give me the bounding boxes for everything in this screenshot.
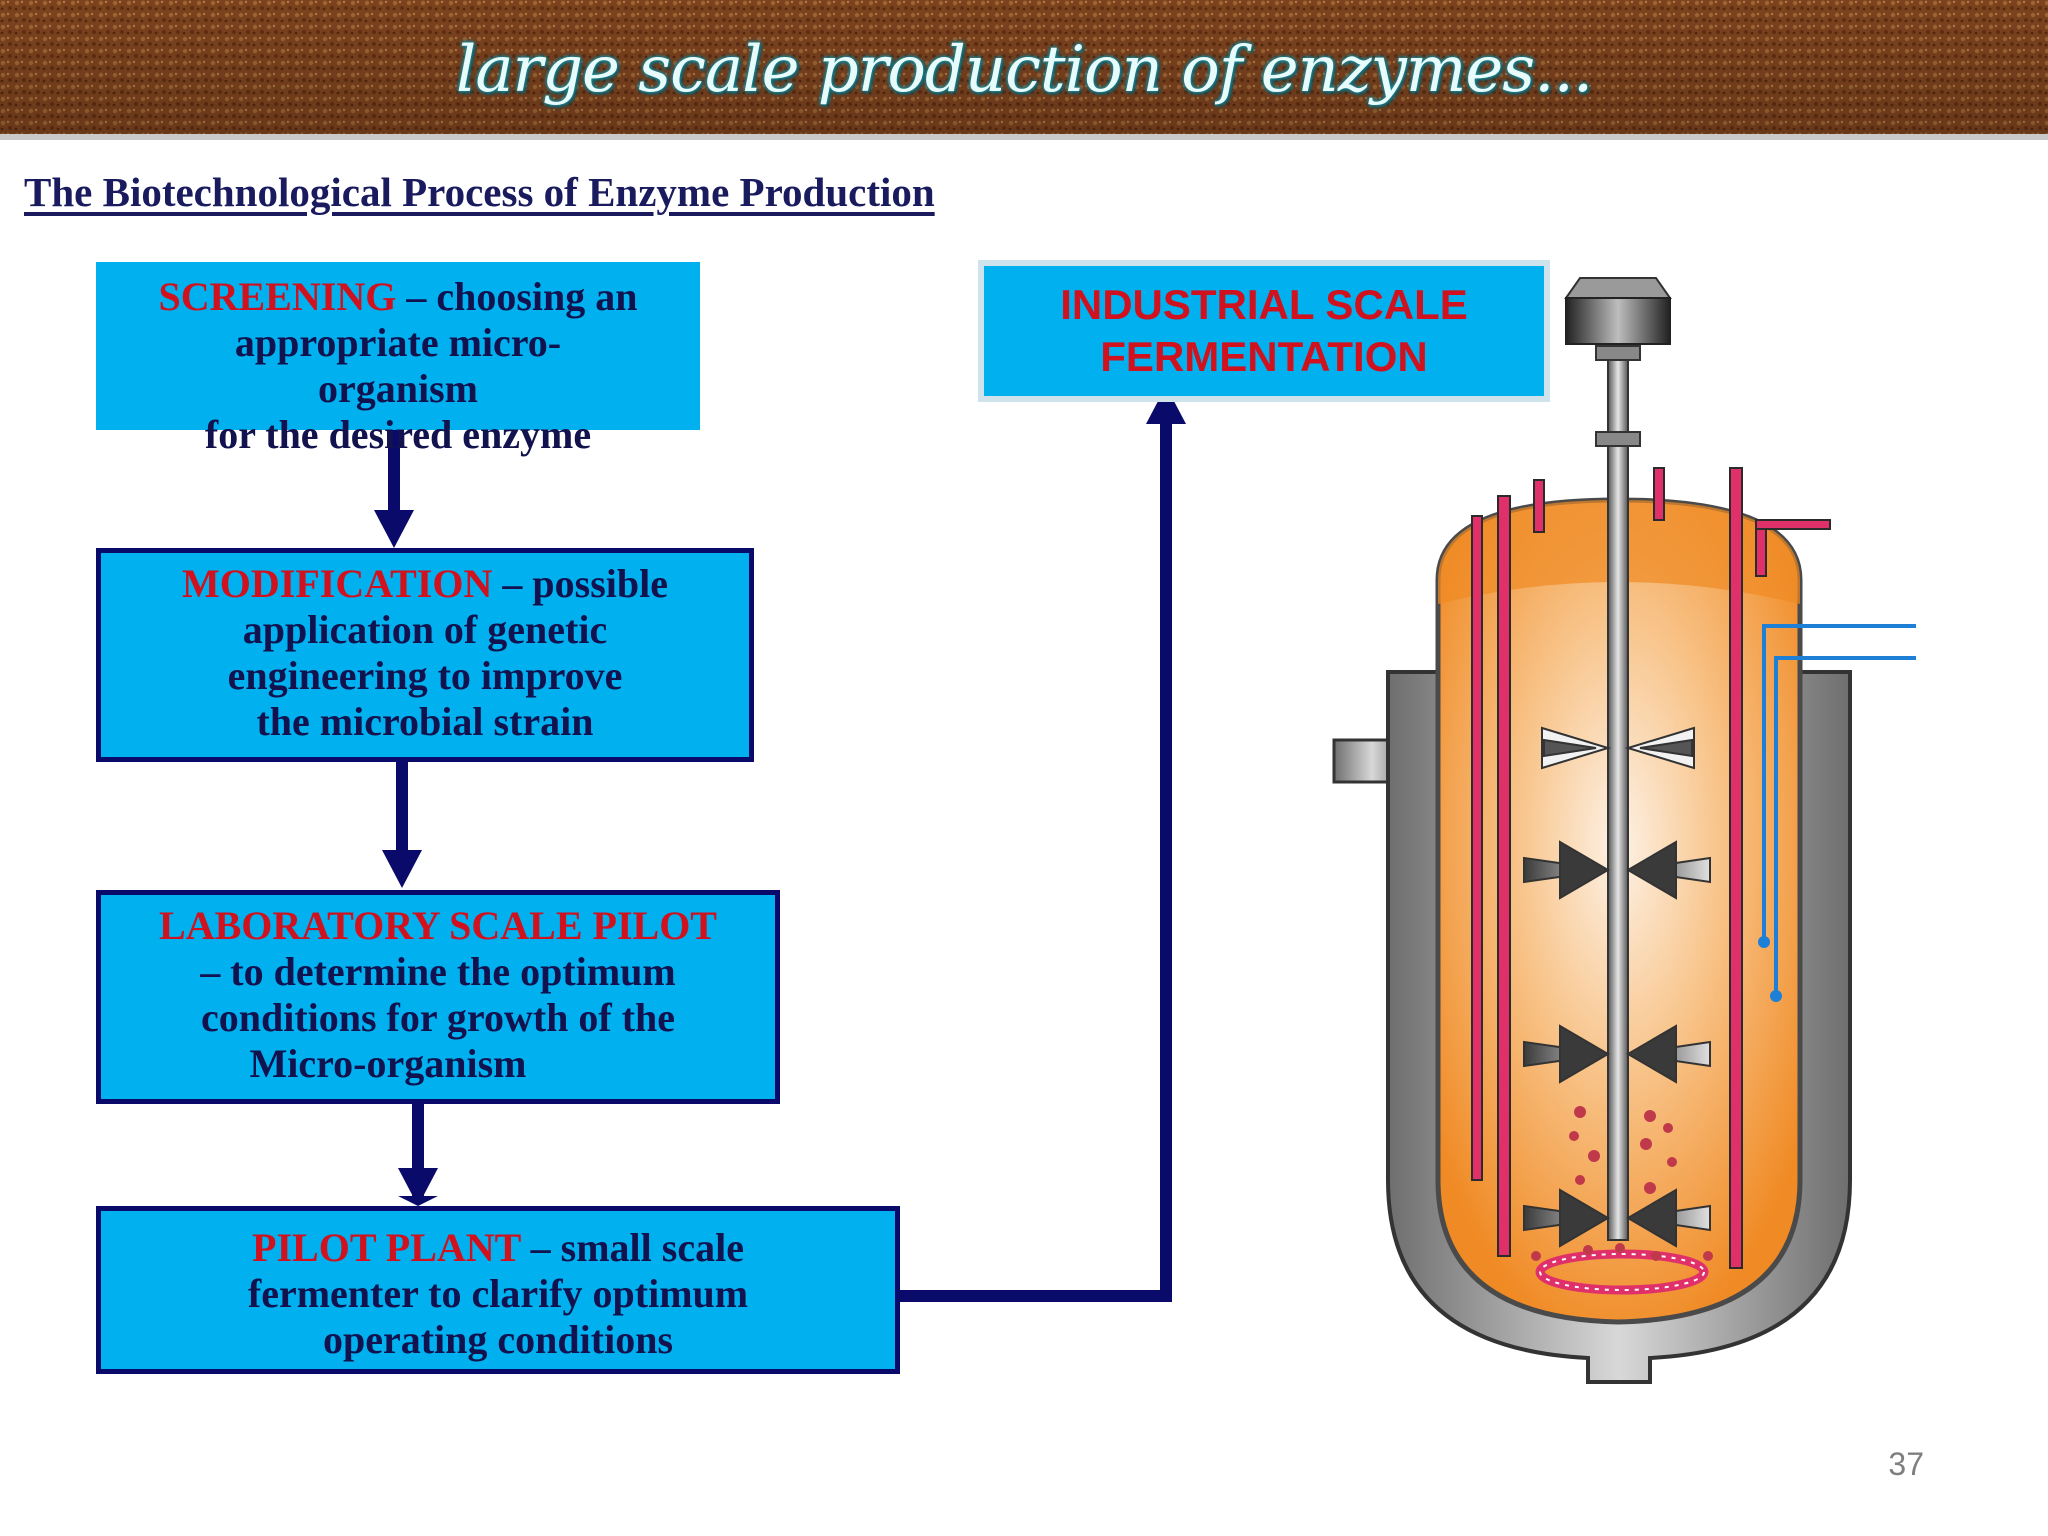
step-pilot-plant-highlight: PILOT PLANT [252, 1225, 521, 1270]
industrial-line-1: INDUSTRIAL SCALE [1060, 281, 1468, 328]
step-lab-pilot: LABORATORY SCALE PILOT – to determine th… [96, 890, 780, 1104]
step-pilot-plant-line: operating conditions [322, 1317, 674, 1362]
step-modification-rest: – possible [492, 561, 668, 606]
page-number: 37 [1888, 1446, 1924, 1482]
step-pilot-plant-rest: – small scale [520, 1225, 744, 1270]
step-lab-pilot-line: – to determine the optimum [200, 949, 676, 994]
step-screening-line: organism [318, 366, 478, 411]
motor-cap [1564, 277, 1672, 299]
step-modification-highlight: MODIFICATION [182, 561, 493, 606]
step-lab-pilot-line: conditions for growth of the [200, 995, 676, 1040]
step-modification-line: engineering to improve [227, 653, 623, 698]
impeller-top [1541, 726, 1695, 770]
title-banner: large scale production of enzymes... [0, 0, 2048, 140]
step-screening: SCREENING – choosing an appropriate micr… [96, 262, 700, 457]
arrow-modification-to-lab-pilot [382, 760, 422, 888]
step-screening-line: appropriate micro- [234, 320, 562, 365]
process-heading: The Biotechnological Process of Enzyme P… [24, 169, 935, 215]
agitator-shaft [1607, 339, 1629, 1241]
industrial-line-2: FERMENTATION [1100, 333, 1428, 380]
banner-texture [0, 0, 2048, 140]
slide-title: large scale production of enzymes... [455, 33, 1593, 107]
step-pilot-plant: PILOT PLANT – small scale fermenter to c… [96, 1206, 900, 1374]
step-screening-highlight: SCREENING [158, 274, 397, 319]
sparger-pipes [1471, 467, 1831, 1269]
step-pilot-plant-line: fermenter to clarify optimum [247, 1271, 749, 1316]
industrial-fermentation-box: INDUSTRIAL SCALE FERMENTATION [984, 266, 1544, 396]
step-modification: MODIFICATION – possible application of g… [96, 548, 754, 762]
air-bubbles [1531, 1106, 1713, 1261]
arrow-pilot-plant-to-industrial [898, 386, 1186, 1302]
step-modification-line: the microbial strain [256, 699, 594, 744]
impeller-upper [1523, 840, 1711, 900]
step-lab-pilot-line: Micro-organism [249, 1041, 527, 1086]
arrow-screening-to-modification [374, 430, 414, 548]
step-lab-pilot-highlight: LABORATORY SCALE PILOT [159, 903, 717, 948]
arrow-lab-pilot-to-pilot-plant [398, 1104, 438, 1206]
impeller-bottom [1523, 1188, 1711, 1248]
step-modification-line: application of genetic [242, 607, 608, 652]
impeller-middle [1523, 1024, 1711, 1084]
step-screening-line: for the desired enzyme [204, 412, 592, 457]
step-screening-rest: – choosing an [396, 274, 638, 319]
sensor-lines [1762, 624, 1916, 994]
agitator-motor [1565, 297, 1671, 345]
